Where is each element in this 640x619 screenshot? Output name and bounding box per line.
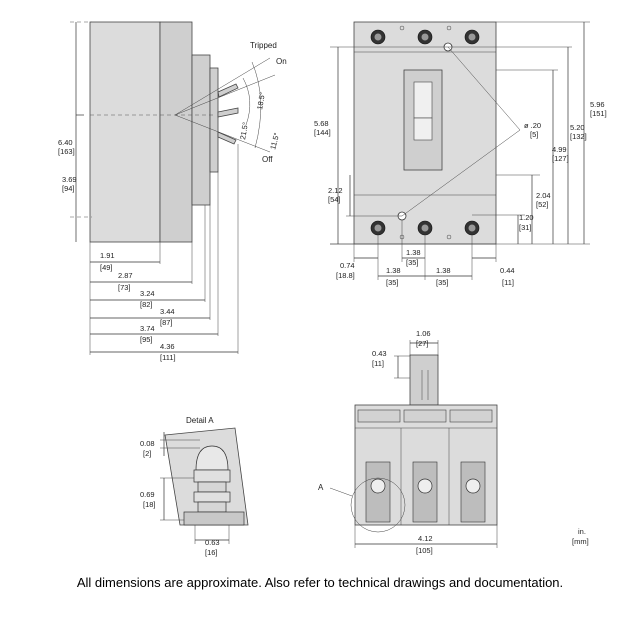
callout-a: A: [318, 483, 324, 492]
spacing-top-in: 1.38: [406, 248, 421, 257]
handle-width-mm: [27]: [416, 339, 429, 348]
mid-height-in: 4.99: [552, 145, 567, 154]
depth-5-mm: [95]: [140, 335, 153, 344]
detail-title: Detail A: [186, 416, 214, 425]
handle-width-in: 1.06: [416, 329, 431, 338]
spacing-right-mm: [35]: [436, 278, 449, 287]
left-low-in: 2.12: [328, 186, 343, 195]
edge-right-in: 0.44: [500, 266, 515, 275]
detail-lug-height-mm: [18]: [143, 500, 156, 509]
detail-top-in: 0.08: [140, 439, 155, 448]
overall-width-mm: [105]: [416, 546, 433, 555]
depth-4-mm: [87]: [160, 318, 173, 327]
handle-height-in: 0.43: [372, 349, 387, 358]
depth-1-in: 1.91: [100, 251, 115, 260]
mount-height-mm: [144]: [314, 128, 331, 137]
depth-3-in: 3.24: [140, 289, 155, 298]
hole-dia-in: ø .20: [524, 121, 541, 130]
side-half-mm: [94]: [62, 184, 75, 193]
side-height-mm: [163]: [58, 147, 75, 156]
side-view: 21.5° 11.5° 18.5° Tripped On Off 6.40 [1…: [58, 21, 287, 362]
spacing-left-mm: [35]: [386, 278, 399, 287]
overall-width-in: 4.12: [418, 534, 433, 543]
side-angle-3: 18.5°: [255, 91, 267, 110]
detail-view: Detail A 0.08 [2] 0.69 [18] 0.63 [16]: [140, 416, 249, 557]
upper-height-in: 5.20: [570, 123, 585, 132]
terminal-lugs: [365, 461, 486, 523]
depth-3-mm: [82]: [140, 300, 153, 309]
detail-lug-width-in: 0.63: [205, 538, 220, 547]
overall-height-mm: [151]: [590, 109, 607, 118]
detail-lug-height-in: 0.69: [140, 490, 155, 499]
mid-height-mm: [127]: [552, 154, 569, 163]
right-low-mm: [52]: [536, 200, 549, 209]
handle-height-mm: [11]: [372, 359, 384, 368]
left-low-mm: [54]: [328, 195, 341, 204]
footer-note: All dimensions are approximate. Also ref…: [76, 575, 564, 590]
hole-dia-mm: [5]: [530, 130, 538, 139]
spacing-left-in: 1.38: [386, 266, 401, 275]
edge-right-mm: [11]: [502, 278, 514, 287]
spacing-top-mm: [35]: [406, 258, 419, 267]
depth-6-in: 4.36: [160, 342, 175, 351]
depth-1-mm: [49]: [100, 263, 113, 272]
detail-top-mm: [2]: [143, 449, 151, 458]
depth-4-in: 3.44: [160, 307, 175, 316]
detail-lug-width-mm: [16]: [205, 548, 218, 557]
mount-height-in: 5.68: [314, 119, 329, 128]
side-height-in: 6.40: [58, 138, 73, 147]
label-on: On: [276, 57, 287, 66]
right-low-in: 2.04: [536, 191, 551, 200]
label-off: Off: [262, 155, 273, 164]
side-half-in: 3.69: [62, 175, 77, 184]
side-angle-1: 21.5°: [238, 121, 250, 140]
depth-5-in: 3.74: [140, 324, 155, 333]
label-tripped: Tripped: [250, 41, 277, 50]
upper-height-mm: [132]: [570, 132, 587, 141]
overall-height-in: 5.96: [590, 100, 605, 109]
depth-6-mm: [111]: [160, 353, 176, 362]
right-lower-mm: [31]: [519, 223, 532, 232]
right-lower-in: 1.20: [519, 213, 534, 222]
edge-left-in: 0.74: [340, 261, 355, 270]
front-view: ø .20 [5] 5.68 [144] 2.12 [54] 5.96 [151…: [314, 21, 607, 287]
depth-2-mm: [73]: [118, 283, 131, 292]
units-in: in.: [578, 527, 586, 536]
side-angle-2: 11.5°: [268, 132, 281, 151]
spacing-right-in: 1.38: [436, 266, 451, 275]
edge-left-mm: [18.8]: [336, 271, 355, 280]
bottom-view: A 1.06 [27] 0.43 [11] 4.12 [105]: [318, 329, 498, 555]
depth-2-in: 2.87: [118, 271, 133, 280]
units-mm: [mm]: [572, 537, 589, 546]
